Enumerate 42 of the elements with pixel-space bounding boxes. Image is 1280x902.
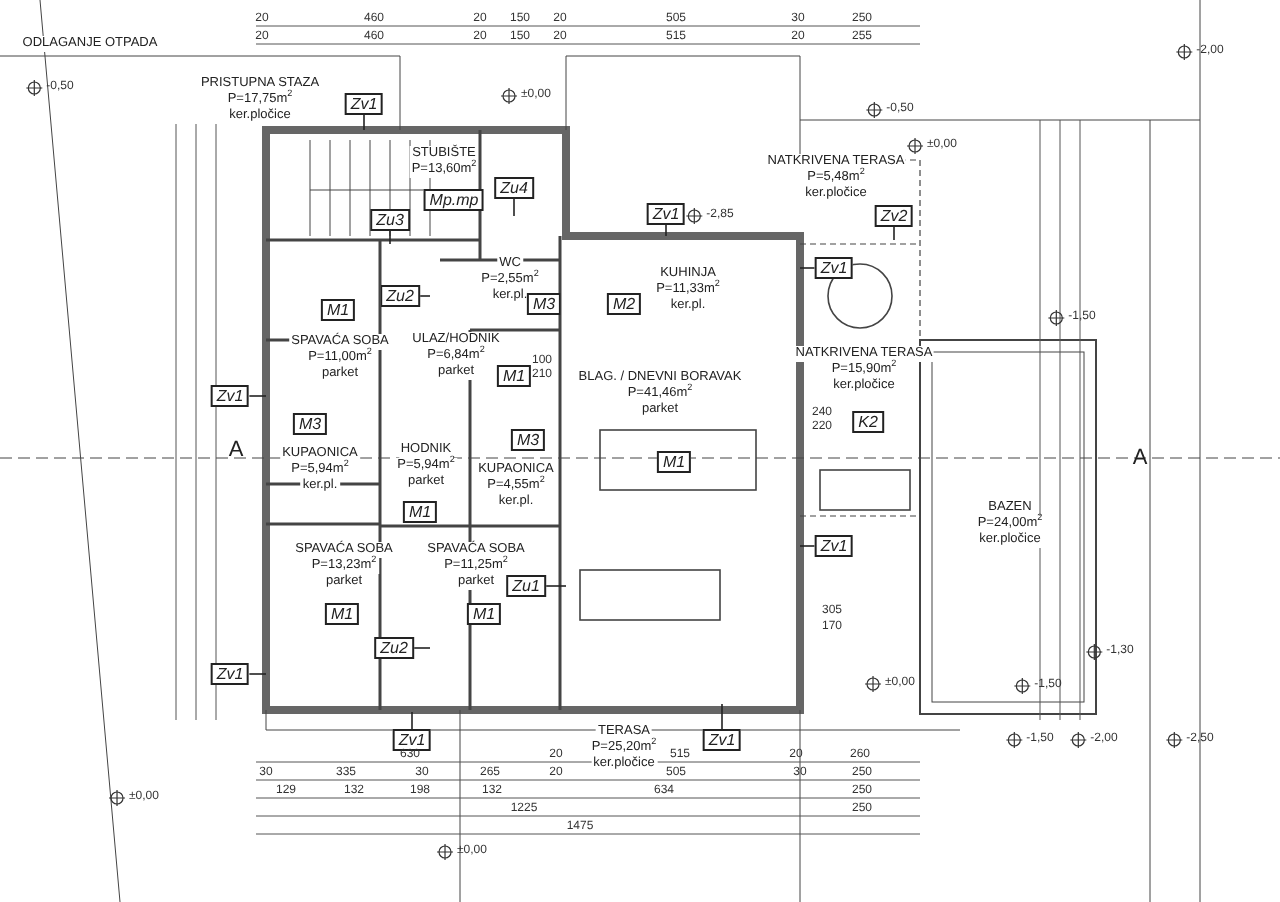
opening-tag: M1 [496, 365, 532, 387]
leader-line [363, 114, 365, 131]
opening-tag: Zv1 [646, 203, 686, 225]
opening-tag: M1 [320, 299, 356, 321]
leader-line [799, 545, 816, 547]
opening-tag: Zv1 [210, 663, 250, 685]
leader-line [721, 703, 723, 730]
opening-tag: Zv1 [814, 257, 854, 279]
opening-tag: Zu4 [494, 177, 534, 199]
opening-tag: Zv1 [814, 535, 854, 557]
opening-tag: M2 [606, 293, 642, 315]
opening-tag: Zv2 [874, 205, 914, 227]
section-mark: A [1132, 446, 1148, 470]
leader-line [419, 295, 431, 297]
opening-tag: M3 [526, 293, 562, 315]
opening-tag: M1 [324, 603, 360, 625]
opening-tag: M3 [510, 429, 546, 451]
opening-tag: Mp.mp [423, 189, 485, 211]
section-mark: A [228, 438, 244, 462]
leader-line [413, 647, 431, 649]
opening-tag: Zv1 [702, 729, 742, 751]
leader-line [799, 267, 816, 269]
opening-tag: Zu1 [506, 575, 546, 597]
opening-tag: K2 [852, 411, 884, 433]
opening-tag: Zv1 [210, 385, 250, 407]
opening-tag: Zv1 [344, 93, 384, 115]
opening-tag: M1 [656, 451, 692, 473]
opening-tag: Zu2 [374, 637, 414, 659]
leader-line [411, 711, 413, 730]
opening-tag: Zv1 [392, 729, 432, 751]
opening-tag: Zu2 [380, 285, 420, 307]
opening-tag: M3 [292, 413, 328, 435]
opening-tag: Zu3 [370, 209, 410, 231]
leader-line [893, 226, 895, 241]
leader-line [389, 230, 391, 245]
opening-tag: M1 [402, 501, 438, 523]
leader-line [248, 673, 267, 675]
leader-line [513, 198, 515, 217]
leader-line [248, 395, 267, 397]
leader-line [665, 224, 667, 237]
opening-tag: M1 [466, 603, 502, 625]
leader-line [545, 585, 567, 587]
